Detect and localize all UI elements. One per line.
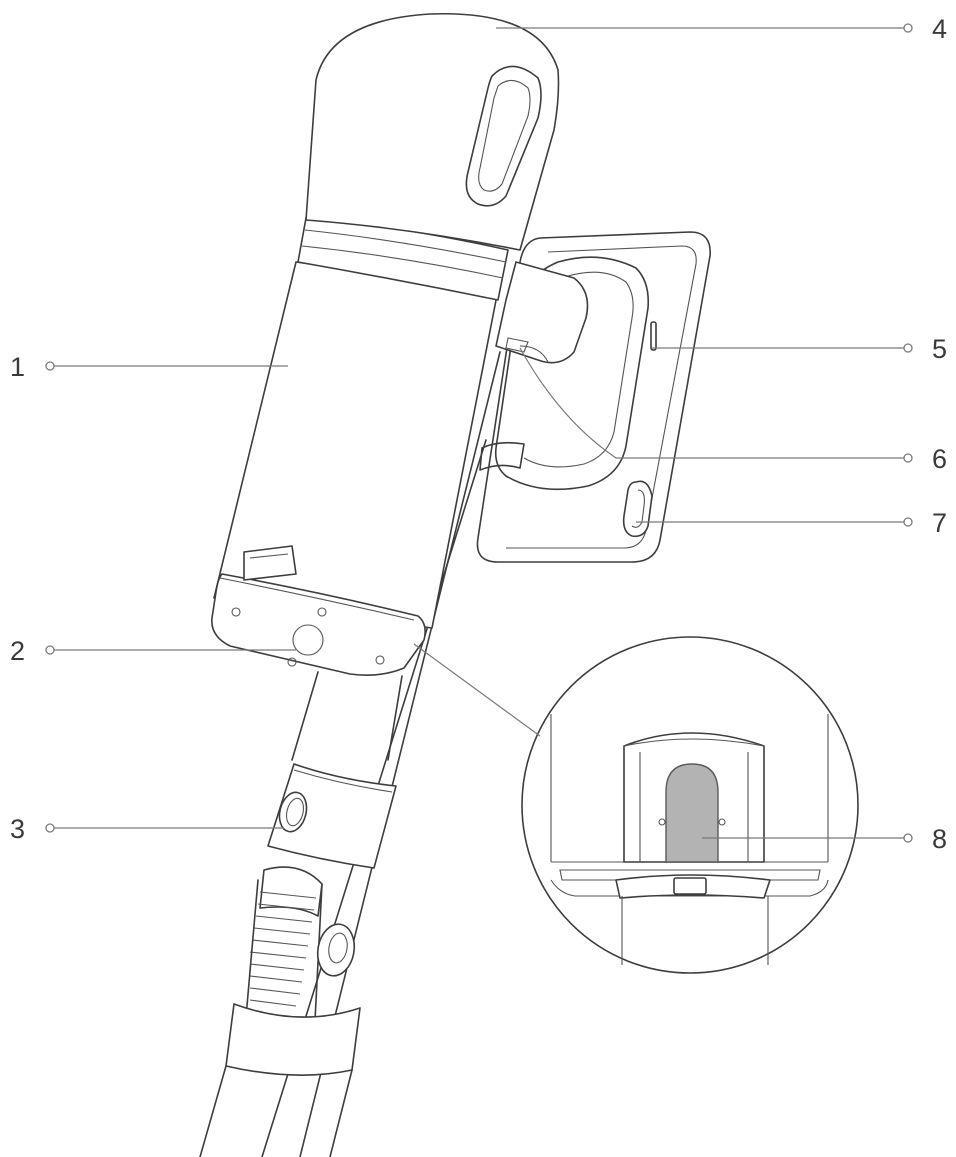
callout-labels: 4 1 5 6 7 2 3 8 [10, 14, 947, 854]
side-slot [650, 321, 657, 351]
screw-hole [622, 480, 653, 538]
callout-7: 7 [932, 508, 947, 538]
callout-1: 1 [10, 352, 25, 382]
leader-lines [45, 23, 913, 843]
charging-contact [665, 763, 719, 863]
magnified-detail [413, 636, 859, 974]
lower-tube [199, 671, 403, 1157]
main-body [211, 12, 589, 676]
callout-2: 2 [10, 636, 25, 666]
callout-4: 4 [932, 14, 947, 44]
callout-6: 6 [932, 444, 947, 474]
callout-3: 3 [10, 814, 25, 844]
callout-5: 5 [932, 334, 947, 364]
cap-window [465, 65, 542, 207]
callout-8: 8 [932, 824, 947, 854]
